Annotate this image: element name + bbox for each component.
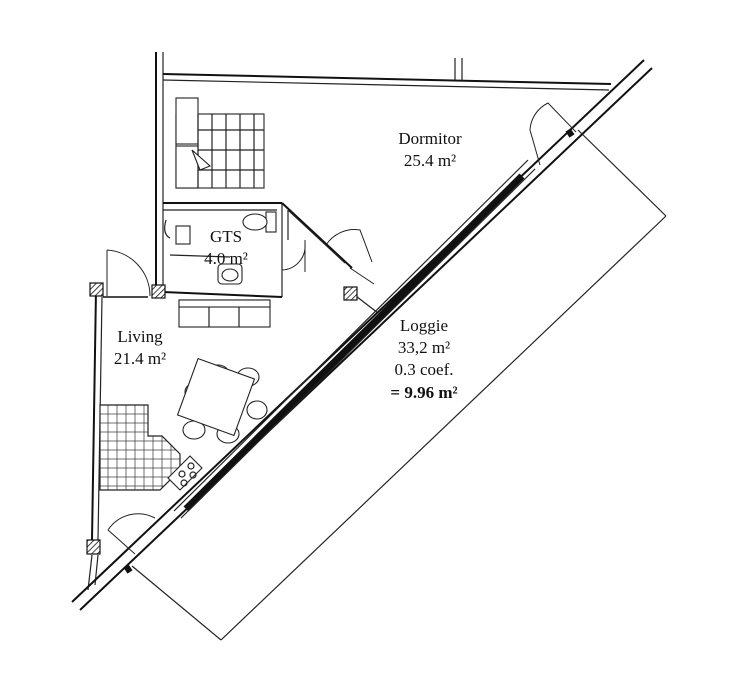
living-area: 21.4 m² bbox=[114, 349, 166, 368]
double-bed bbox=[175, 97, 265, 189]
loggie-effective-area: = 9.96 m² bbox=[390, 383, 457, 402]
sofa bbox=[178, 299, 271, 328]
column-left-top bbox=[89, 282, 104, 297]
bidet-fixture bbox=[175, 225, 191, 245]
bathroom-fixtures bbox=[164, 211, 277, 285]
gts-name: GTS bbox=[210, 227, 242, 246]
column-mid bbox=[151, 284, 166, 299]
doors bbox=[106, 102, 577, 555]
column-left-bottom bbox=[86, 539, 101, 555]
column-right bbox=[343, 286, 358, 301]
toilet-bowl bbox=[242, 213, 268, 231]
walls bbox=[87, 52, 612, 591]
living-name: Living bbox=[117, 327, 163, 346]
gts-area: 4.0 m² bbox=[204, 249, 248, 268]
dormitor-name: Dormitor bbox=[398, 129, 462, 148]
loggia-outline bbox=[131, 129, 667, 641]
loggie-name: Loggie bbox=[400, 316, 448, 335]
loggie-coef: 0.3 coef. bbox=[394, 360, 453, 379]
room-labels: Dormitor 25.4 m² GTS 4.0 m² Living 21.4 … bbox=[114, 129, 462, 402]
exterior-glazing-wall bbox=[71, 59, 653, 611]
dining-table bbox=[176, 357, 268, 444]
structural-columns bbox=[86, 282, 358, 555]
kitchen-counter bbox=[99, 404, 203, 491]
dormitor-area: 25.4 m² bbox=[404, 151, 456, 170]
loggie-area: 33,2 m² bbox=[398, 338, 450, 357]
